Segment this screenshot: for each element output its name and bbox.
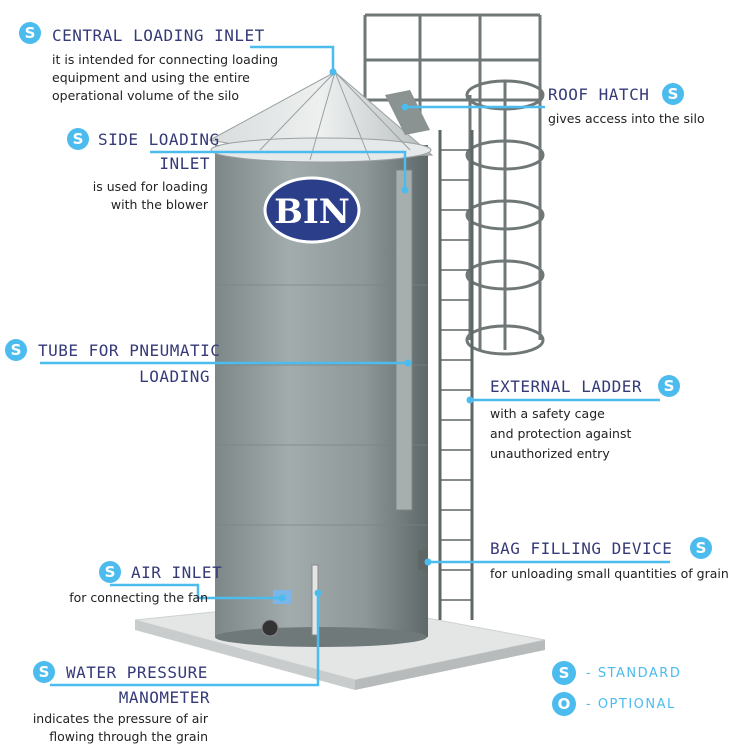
standard-badge: S [662, 83, 684, 105]
legend-standard-label: - STANDARD [586, 666, 682, 681]
standard-badge: S [99, 561, 121, 583]
standard-badge: S [658, 375, 680, 397]
ladder [438, 130, 474, 620]
standard-badge: S [67, 128, 89, 150]
logo-text: BIN [274, 192, 350, 232]
desc-line: flowing through the grain [49, 729, 208, 744]
desc-line: indicates the pressure of air [32, 711, 208, 726]
air-inlet-desc: for connecting the fan [69, 590, 208, 605]
roof-hatch-desc: gives access into the silo [548, 111, 705, 126]
legend-optional-label: - OPTIONAL [586, 697, 676, 712]
roof-hatch-title: ROOF HATCH [548, 85, 650, 104]
bin-logo [263, 176, 361, 244]
standard-badge: S [690, 537, 712, 559]
side-loading-inlet-title-line2: INLET [159, 154, 210, 173]
standard-badge: S [19, 22, 41, 44]
legend-optional-badge: O [552, 692, 576, 716]
side-loading-inlet-desc: is used for loading with the blower [93, 178, 208, 214]
desc-line: with the blower [110, 197, 208, 212]
external-ladder-title: EXTERNAL LADDER [490, 377, 642, 396]
roof-hatch-shape [385, 90, 430, 135]
fan-icon [261, 619, 279, 637]
manometer-title: WATER PRESSURE [66, 663, 208, 682]
manometer-desc: indicates the pressure of air flowing th… [33, 710, 208, 746]
standard-badge: S [33, 661, 55, 683]
standard-badge: S [5, 339, 27, 361]
central-loading-inlet-desc: it is intended for connecting loading eq… [52, 51, 278, 105]
pneumatic-tube-title: TUBE FOR PNEUMATIC [38, 341, 221, 360]
desc-line: operational volume of the silo [52, 88, 240, 103]
bag-filling-title: BAG FILLING DEVICE [490, 539, 673, 558]
external-ladder-desc: with a safety cage and protection agains… [490, 404, 631, 464]
desc-line: equipment and using the entire [52, 70, 250, 85]
desc-line: and protection against [490, 426, 632, 441]
side-loading-inlet-title: SIDE LOADING [98, 130, 220, 149]
legend-standard-badge: S [552, 661, 576, 685]
air-inlet-title: AIR INLET [131, 563, 223, 582]
safety-cage [363, 13, 545, 356]
central-loading-inlet-title: CENTRAL LOADING INLET [52, 26, 265, 45]
callout-lines [40, 45, 670, 687]
bag-filling-desc: for unloading small quantities of grain [490, 566, 729, 581]
desc-line: it is intended for connecting loading [52, 52, 279, 67]
pneumatic-tube-title-line2: LOADING [139, 367, 210, 386]
desc-line: unauthorized entry [490, 446, 610, 461]
desc-line: with a safety cage [490, 406, 605, 421]
pneumatic-tube [395, 169, 413, 511]
desc-line: is used for loading [92, 179, 208, 194]
manometer-title-line2: MANOMETER [118, 688, 210, 707]
